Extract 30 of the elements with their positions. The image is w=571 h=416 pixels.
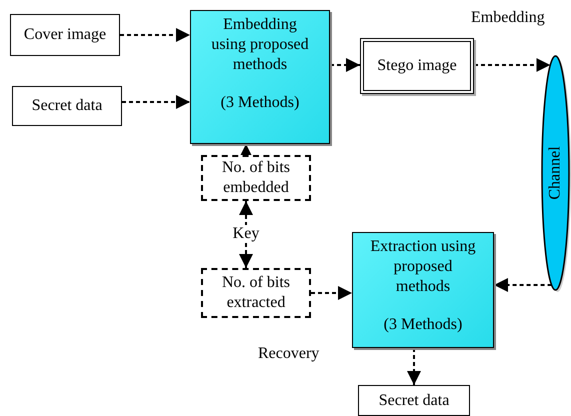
arrow	[494, 278, 552, 292]
arrow	[311, 286, 352, 300]
arrow	[330, 58, 360, 72]
arrow	[122, 95, 190, 109]
node-text: Channel	[546, 146, 564, 200]
node-text: Secret data	[32, 96, 102, 116]
arrow	[474, 58, 550, 72]
arrow	[407, 348, 421, 385]
node-text: No. of bits embedded	[221, 158, 291, 198]
node-text: (3 Methods)	[384, 315, 462, 335]
section-label: Recovery	[258, 345, 320, 363]
node-text: No. of bits extracted	[221, 273, 291, 313]
stego-box	[360, 38, 474, 94]
node-text: Stego image	[377, 56, 457, 76]
node-text: Cover image	[24, 25, 106, 45]
method-box	[190, 10, 330, 144]
node-text: (3 Methods)	[220, 93, 300, 113]
node-text: Extraction using proposed methods	[369, 237, 477, 297]
arrow	[120, 28, 190, 42]
process-box	[358, 385, 470, 416]
bits-box	[201, 268, 311, 318]
section-label: Embedding	[471, 9, 545, 27]
bits-box	[201, 155, 311, 201]
arrow	[239, 144, 253, 158]
node-text: Embedding using proposed methods	[210, 15, 310, 75]
node-text: Secret data	[378, 390, 450, 410]
method-box	[352, 232, 494, 348]
channel-ellipse	[541, 55, 570, 291]
process-box	[10, 14, 120, 56]
process-box	[12, 86, 122, 126]
